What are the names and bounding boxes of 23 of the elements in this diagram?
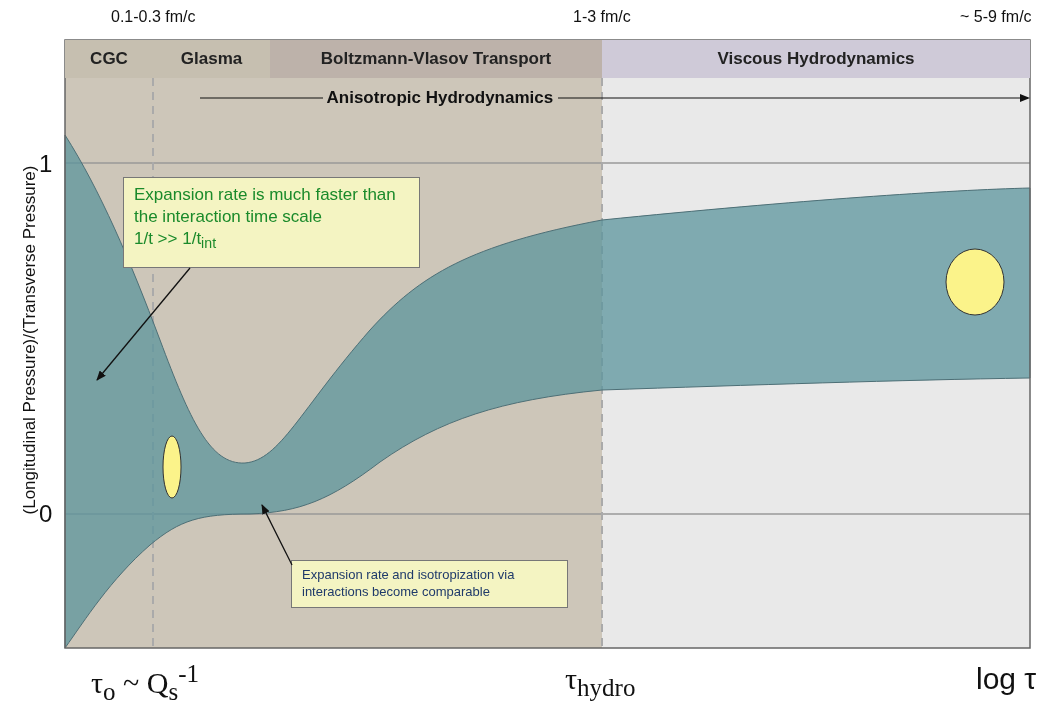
callout-box xyxy=(291,560,568,608)
phase-label: Boltzmann-Vlasov Transport xyxy=(320,49,552,69)
phase-header xyxy=(270,40,602,78)
phase-header xyxy=(602,40,1030,78)
leader-arrow xyxy=(96,267,191,381)
callout-text: Expansion rate and isotropization via interactions become comparable xyxy=(302,567,516,601)
phase-header xyxy=(65,40,153,78)
time-label: 0.1-0.3 fm/c xyxy=(111,8,196,26)
axis-label: log τ xyxy=(976,662,1037,696)
tick-label: 0 xyxy=(39,500,53,528)
tick-label: 1 xyxy=(39,150,53,178)
phase-header xyxy=(153,40,270,78)
phase-label: Viscous Hydrodynamics xyxy=(717,49,915,69)
axis-label: τ$_{hydro}$ xyxy=(565,662,636,702)
axis-title: (Longitudinal Pressure)/(Transverse Pressure) xyxy=(20,165,40,515)
phase-label: CGC xyxy=(90,49,128,69)
phase-label: Glasma xyxy=(180,49,243,69)
callout-box xyxy=(123,177,420,268)
time-label: ~ 5-9 fm/c xyxy=(960,8,1032,26)
callout-text: Expansion rate is much faster than the interaction time scale xyxy=(134,184,397,229)
time-label: 1-3 fm/c xyxy=(573,8,631,26)
callout-text: 1/t >> 1/t$_{int}$ xyxy=(134,228,218,253)
leader-arrow xyxy=(261,504,293,566)
